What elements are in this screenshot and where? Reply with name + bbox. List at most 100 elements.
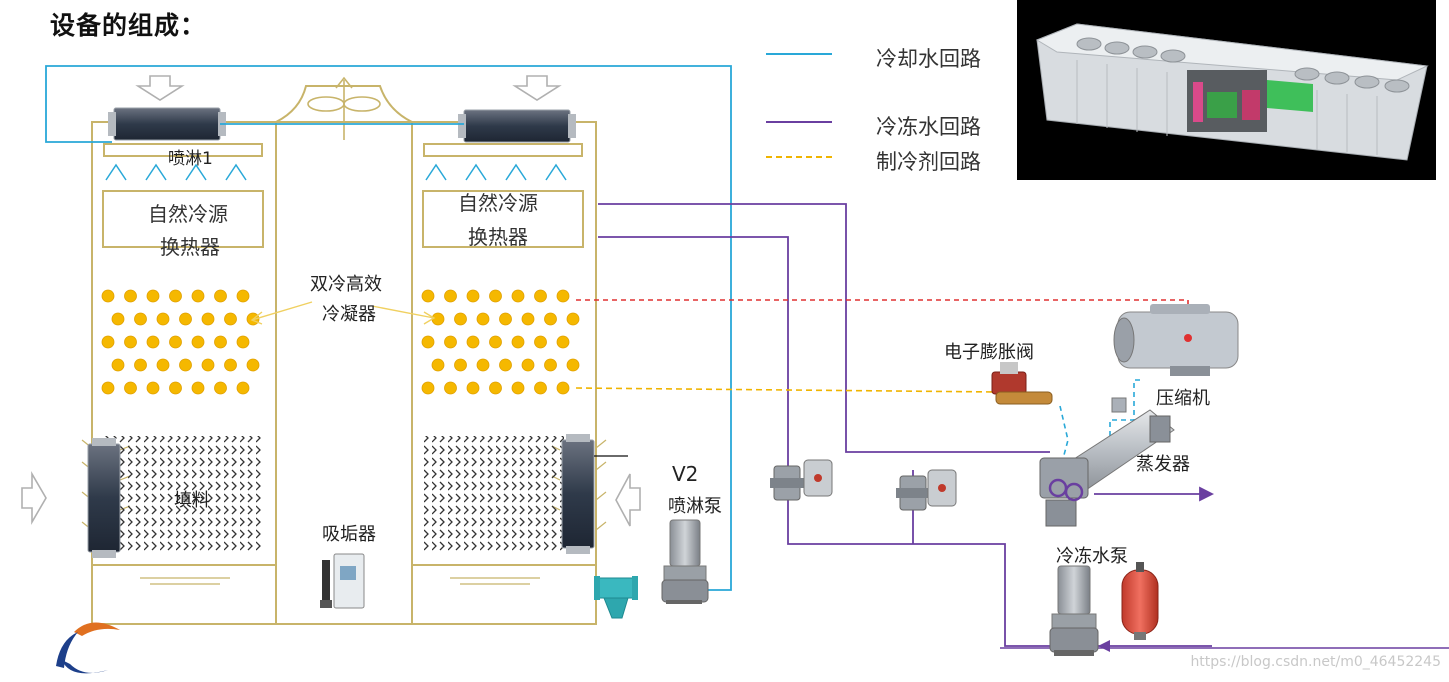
chilled-water-loop (598, 203, 1449, 649)
legend-label-cooling: 冷却水回路 (876, 47, 981, 71)
condenser-tube (236, 289, 250, 303)
condenser-tube (511, 335, 525, 349)
condenser-tube (146, 335, 160, 349)
condenser-tube (556, 335, 570, 349)
down-arrow-icon (135, 75, 185, 101)
condenser-pointers (250, 301, 436, 325)
condenser-tube (534, 381, 547, 395)
evaporator (1039, 397, 1175, 527)
cooling-water-loop (45, 65, 732, 591)
condenser-tube (444, 289, 457, 303)
condenser-tube (101, 381, 115, 395)
condenser-tube (466, 381, 480, 395)
condenser-tube (191, 381, 205, 395)
condenser-tube (224, 358, 237, 372)
condenser-tube (556, 381, 570, 395)
fill-media-right (424, 436, 564, 552)
y-strainer (594, 576, 638, 619)
condenser-tube (511, 381, 525, 395)
condenser-tube (566, 358, 580, 372)
chilled-outlet-arrow (1094, 486, 1215, 502)
condenser-tube (421, 335, 435, 349)
condenser-tube (124, 289, 137, 303)
hx-left-label-2: 换热器 (160, 235, 220, 259)
condenser-tube (134, 312, 147, 326)
condenser-tube (534, 335, 547, 349)
legend-lines (766, 53, 832, 158)
condenser-tube (169, 335, 182, 349)
condenser-tube (489, 381, 502, 395)
tower-center-cell (275, 121, 413, 625)
condenser-tube (156, 358, 170, 372)
condenser-tube (556, 289, 570, 303)
condenser-tube (444, 381, 457, 395)
fill-label: 填料 (174, 490, 210, 511)
legend-label-refrigerant: 制冷剂回路 (876, 150, 981, 174)
condenser-tube (201, 358, 215, 372)
compressor (1113, 304, 1239, 376)
condenser-tube (521, 312, 535, 326)
v2-label: V2 (672, 462, 699, 486)
condenser-tube (489, 289, 502, 303)
top-coil-left (108, 107, 226, 141)
condenser-tube (214, 381, 227, 395)
fan-icon (307, 76, 381, 140)
fan-hood (275, 85, 413, 123)
condenser-tube (431, 312, 445, 326)
condenser-tube (421, 289, 435, 303)
condenser-tube (476, 358, 490, 372)
expansion-valve (991, 362, 1053, 405)
spray-pump-label: 喷淋泵 (668, 496, 722, 517)
spray-header-left (103, 143, 263, 157)
condenser-tube (466, 335, 480, 349)
condenser-tube (179, 312, 192, 326)
condenser-tube (214, 335, 227, 349)
hx-box-right (422, 190, 584, 248)
condenser-tube (201, 312, 215, 326)
condenser-tube (169, 381, 182, 395)
expansion-valve-label: 电子膨胀阀 (944, 342, 1034, 363)
condenser-tubes (101, 289, 580, 395)
hx-box-left (102, 190, 264, 248)
spray-label: 喷淋1 (168, 149, 213, 169)
top-coil-right (458, 109, 576, 143)
condenser-tube (544, 358, 557, 372)
condenser-tube (101, 289, 115, 303)
condenser-tube (191, 289, 205, 303)
condenser-tube (431, 358, 445, 372)
condenser-tube (224, 312, 237, 326)
hx-right-label-2: 换热器 (468, 225, 528, 249)
condenser-tube (421, 381, 435, 395)
unit-photo (1017, 0, 1436, 180)
right-arrow-icon (21, 471, 47, 525)
left-arrow-icon (615, 473, 641, 527)
unit-render (1035, 23, 1429, 161)
condenser-tube (454, 312, 467, 326)
watermark: https://blog.csdn.net/m0_46452245 (1190, 654, 1441, 670)
condenser-tube (179, 358, 192, 372)
chilled-return-arrow (1098, 640, 1110, 652)
condenser-label-2: 冷凝器 (322, 304, 376, 325)
chilled-pump-label: 冷冻水泵 (1056, 546, 1128, 567)
condenser-tube (466, 289, 480, 303)
condenser-tube (124, 335, 137, 349)
chilled-valve-2 (896, 469, 957, 511)
spray-nozzles (105, 163, 567, 181)
condenser-tube (101, 335, 115, 349)
descaler-label: 吸垢器 (322, 524, 376, 545)
compressor-label: 压缩机 (1156, 388, 1210, 409)
condenser-tube (156, 312, 170, 326)
condenser-tube (146, 381, 160, 395)
condenser-tube (499, 312, 512, 326)
condenser-tube (511, 289, 525, 303)
condenser-tube (214, 289, 227, 303)
condenser-tube (191, 335, 205, 349)
condenser-tube (534, 289, 547, 303)
condenser-tube (521, 358, 535, 372)
condenser-tube (566, 312, 580, 326)
page-title: 设备的组成： (50, 11, 207, 40)
condenser-tube (146, 289, 160, 303)
condenser-tube (134, 358, 147, 372)
